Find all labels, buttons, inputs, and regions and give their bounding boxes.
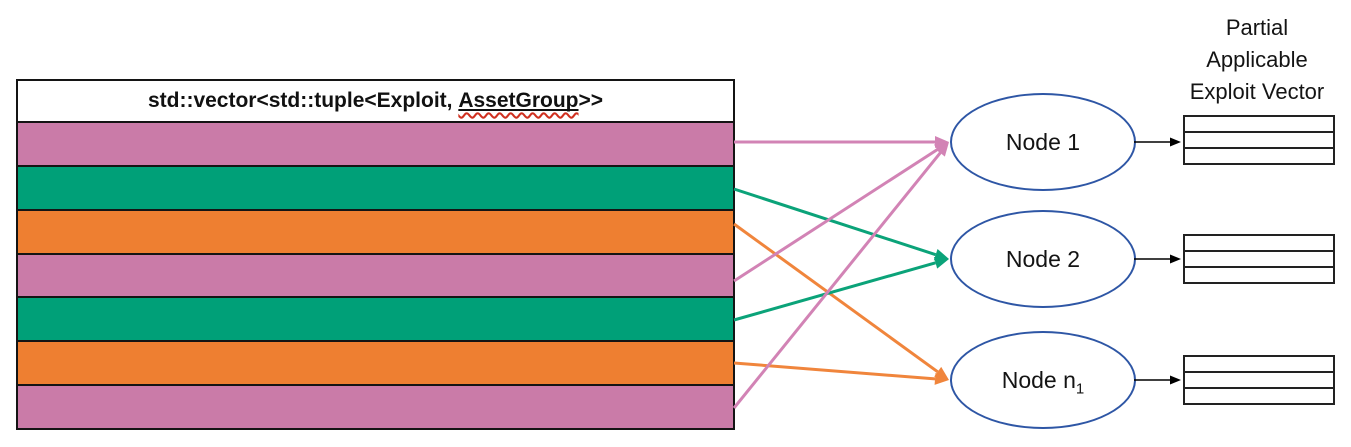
row1-to-node1-arrow-head xyxy=(933,248,949,261)
vector-row-1 xyxy=(18,166,733,211)
vector-row-0 xyxy=(18,123,733,167)
partial-exploit-vector-title: Partial Applicable Exploit Vector xyxy=(1168,12,1346,108)
row5-to-node2-arrow-line xyxy=(733,361,936,381)
partial-table-cell xyxy=(1185,389,1333,403)
partial-table-cell xyxy=(1185,149,1333,163)
vector-row-2 xyxy=(18,210,733,255)
partial-exploit-table-1 xyxy=(1183,115,1335,165)
partial-table-cell xyxy=(1185,252,1333,268)
node1-to-output-arrow-head xyxy=(1170,254,1181,264)
vector-row-6 xyxy=(18,386,733,429)
title-line-2: Applicable xyxy=(1206,47,1308,72)
row1-to-node1-arrow-line xyxy=(733,187,937,257)
vector-table-header: std::vector<std::tuple<Exploit, AssetGro… xyxy=(18,81,733,123)
row4-to-node1-arrow-line xyxy=(733,261,936,322)
node-n1-label: Node n1 xyxy=(1001,366,1085,398)
exploit-vector-table: std::vector<std::tuple<Exploit, AssetGro… xyxy=(16,79,735,430)
row2-to-node2-arrow-head xyxy=(934,366,949,380)
partial-table-cell xyxy=(1185,268,1333,282)
vector-table-rows xyxy=(18,123,733,429)
node-1-label: Node 1 xyxy=(1005,128,1081,155)
partial-table-cell xyxy=(1185,133,1333,149)
header-text-underlined: AssetGroup xyxy=(458,89,579,112)
node-2-ellipse: Node 2 xyxy=(950,210,1136,308)
header-text-suffix: >> xyxy=(578,89,604,112)
node-1-ellipse: Node 1 xyxy=(950,93,1136,191)
partial-table-cell xyxy=(1185,357,1333,373)
node-n1-ellipse: Node n1 xyxy=(950,331,1136,429)
row0-to-node0-arrow-head xyxy=(935,136,949,148)
vector-row-5 xyxy=(18,342,733,387)
node-2-label: Node 2 xyxy=(1005,245,1081,272)
header-text-prefix: std::vector<std::tuple<Exploit, xyxy=(147,89,459,112)
row3-to-node0-arrow-line xyxy=(733,148,939,283)
node2-to-output-arrow-head xyxy=(1170,375,1181,385)
partial-table-cell xyxy=(1185,373,1333,389)
row4-to-node1-arrow-head xyxy=(933,257,949,269)
title-line-3: Exploit Vector xyxy=(1189,79,1325,104)
row6-to-node0-arrow-line xyxy=(732,151,942,409)
partial-table-cell xyxy=(1185,117,1333,133)
row2-to-node2-arrow-line xyxy=(733,222,939,373)
row6-to-node0-arrow-head xyxy=(935,142,949,157)
row3-to-node0-arrow-head xyxy=(933,142,949,155)
node0-to-output-arrow-head xyxy=(1170,137,1181,147)
partial-exploit-table-3 xyxy=(1183,355,1335,405)
partial-exploit-table-2 xyxy=(1183,234,1335,284)
vector-row-3 xyxy=(18,254,733,299)
row5-to-node2-arrow-head xyxy=(934,372,949,385)
partial-table-cell xyxy=(1185,236,1333,252)
title-line-1: Partial xyxy=(1225,15,1289,40)
vector-row-4 xyxy=(18,298,733,343)
